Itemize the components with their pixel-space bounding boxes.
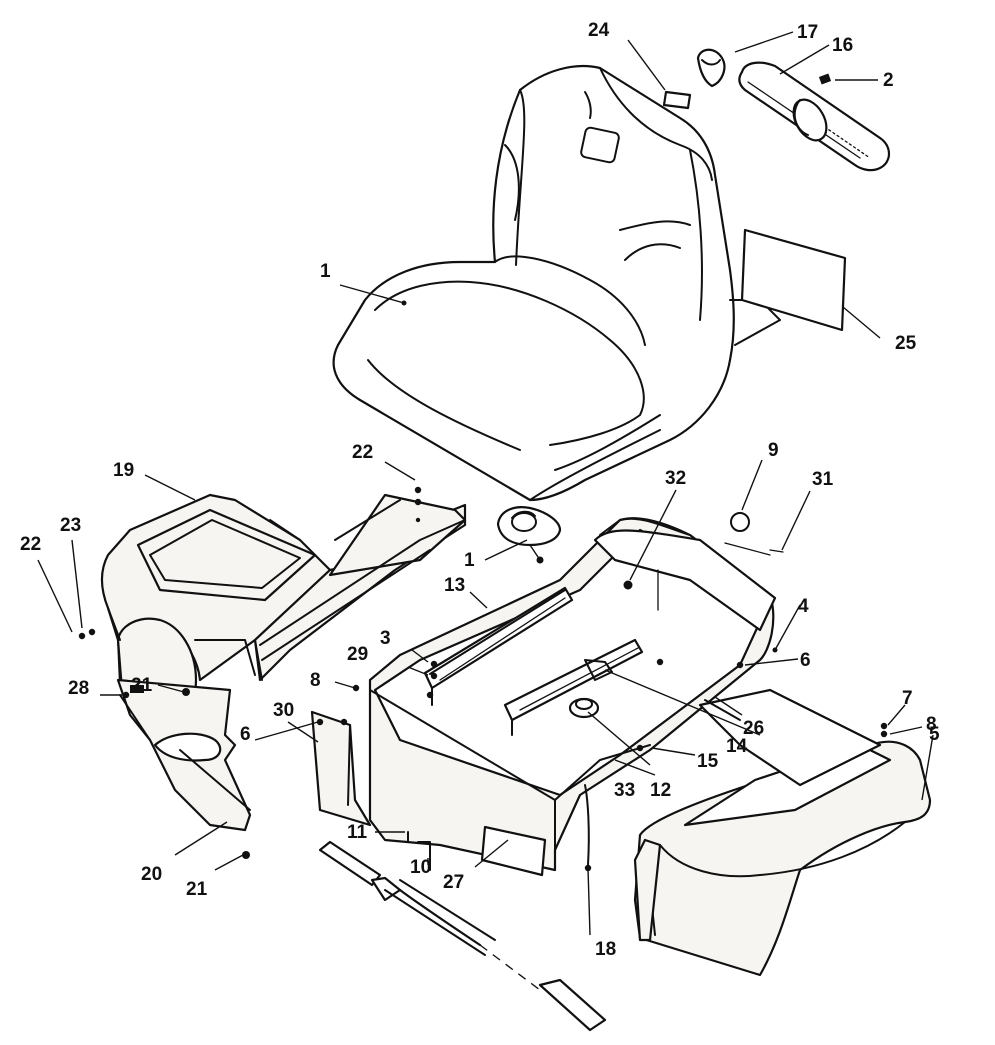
bracket-20 bbox=[116, 678, 252, 832]
callout-16: 16 bbox=[832, 35, 853, 56]
callout-26: 26 bbox=[743, 718, 764, 739]
fender-deck bbox=[259, 493, 467, 661]
callout-18: 18 bbox=[595, 939, 616, 960]
callout-4: 4 bbox=[798, 596, 809, 617]
hardware bbox=[78, 486, 888, 859]
seat-rail-13 bbox=[423, 586, 574, 706]
pin-10 bbox=[407, 831, 431, 871]
callout-19: 19 bbox=[113, 460, 134, 481]
callout-1-seat: 1 bbox=[320, 261, 331, 282]
callout-8-right: 8 bbox=[926, 714, 937, 735]
callout-30: 30 bbox=[273, 700, 294, 721]
callout-12: 12 bbox=[650, 780, 671, 801]
clamp-17 bbox=[696, 48, 726, 88]
draft-rod bbox=[318, 840, 607, 1032]
screw-2 bbox=[818, 73, 832, 85]
callout-3: 3 bbox=[380, 628, 391, 649]
callout-9: 9 bbox=[768, 440, 779, 461]
seat-rail-14 bbox=[503, 638, 644, 736]
callout-29: 29 bbox=[347, 644, 368, 665]
seat-switch bbox=[568, 697, 600, 719]
callout-21-lower: 21 bbox=[186, 879, 208, 900]
callout-15: 15 bbox=[697, 751, 719, 772]
manual-tube bbox=[738, 61, 891, 172]
callout-13: 13 bbox=[444, 575, 465, 596]
callout-8-left: 8 bbox=[310, 670, 321, 691]
seat bbox=[332, 64, 781, 502]
callout-24: 24 bbox=[588, 20, 610, 41]
right-fender bbox=[633, 740, 932, 977]
seat-pivot bbox=[496, 506, 562, 547]
callout-22-left: 22 bbox=[20, 534, 41, 555]
callout-6-left: 6 bbox=[240, 724, 251, 745]
callout-27: 27 bbox=[443, 872, 464, 893]
decal-25 bbox=[740, 228, 847, 332]
callout-20: 20 bbox=[141, 864, 162, 885]
callout-6-right: 6 bbox=[800, 650, 811, 671]
callout-5: 5 bbox=[929, 724, 940, 745]
callout-25: 25 bbox=[895, 333, 917, 354]
callout-10: 10 bbox=[410, 857, 431, 878]
callout-1-pivot: 1 bbox=[464, 550, 475, 571]
callout-14: 14 bbox=[726, 736, 748, 757]
spring-18 bbox=[584, 784, 592, 872]
main-deck bbox=[368, 517, 777, 877]
callout-32: 32 bbox=[665, 468, 686, 489]
callout-22-top: 22 bbox=[352, 442, 373, 463]
callout-21-upper: 21 bbox=[131, 675, 153, 696]
callout-2: 2 bbox=[883, 70, 894, 91]
leader-lines bbox=[37, 31, 934, 936]
callout-23: 23 bbox=[60, 515, 81, 536]
panel-30 bbox=[310, 710, 372, 827]
callout-7: 7 bbox=[902, 688, 913, 709]
callout-11: 11 bbox=[347, 822, 368, 843]
rear-panel-26 bbox=[698, 688, 882, 787]
callout-17: 17 bbox=[797, 22, 818, 43]
callout-33: 33 bbox=[614, 780, 635, 801]
callouts: 1 1 2 3 4 5 6 6 7 8 8 9 10 11 12 13 14 1… bbox=[20, 20, 940, 960]
decal-24 bbox=[662, 90, 692, 110]
callout-31: 31 bbox=[812, 469, 834, 490]
callout-28: 28 bbox=[68, 678, 89, 699]
